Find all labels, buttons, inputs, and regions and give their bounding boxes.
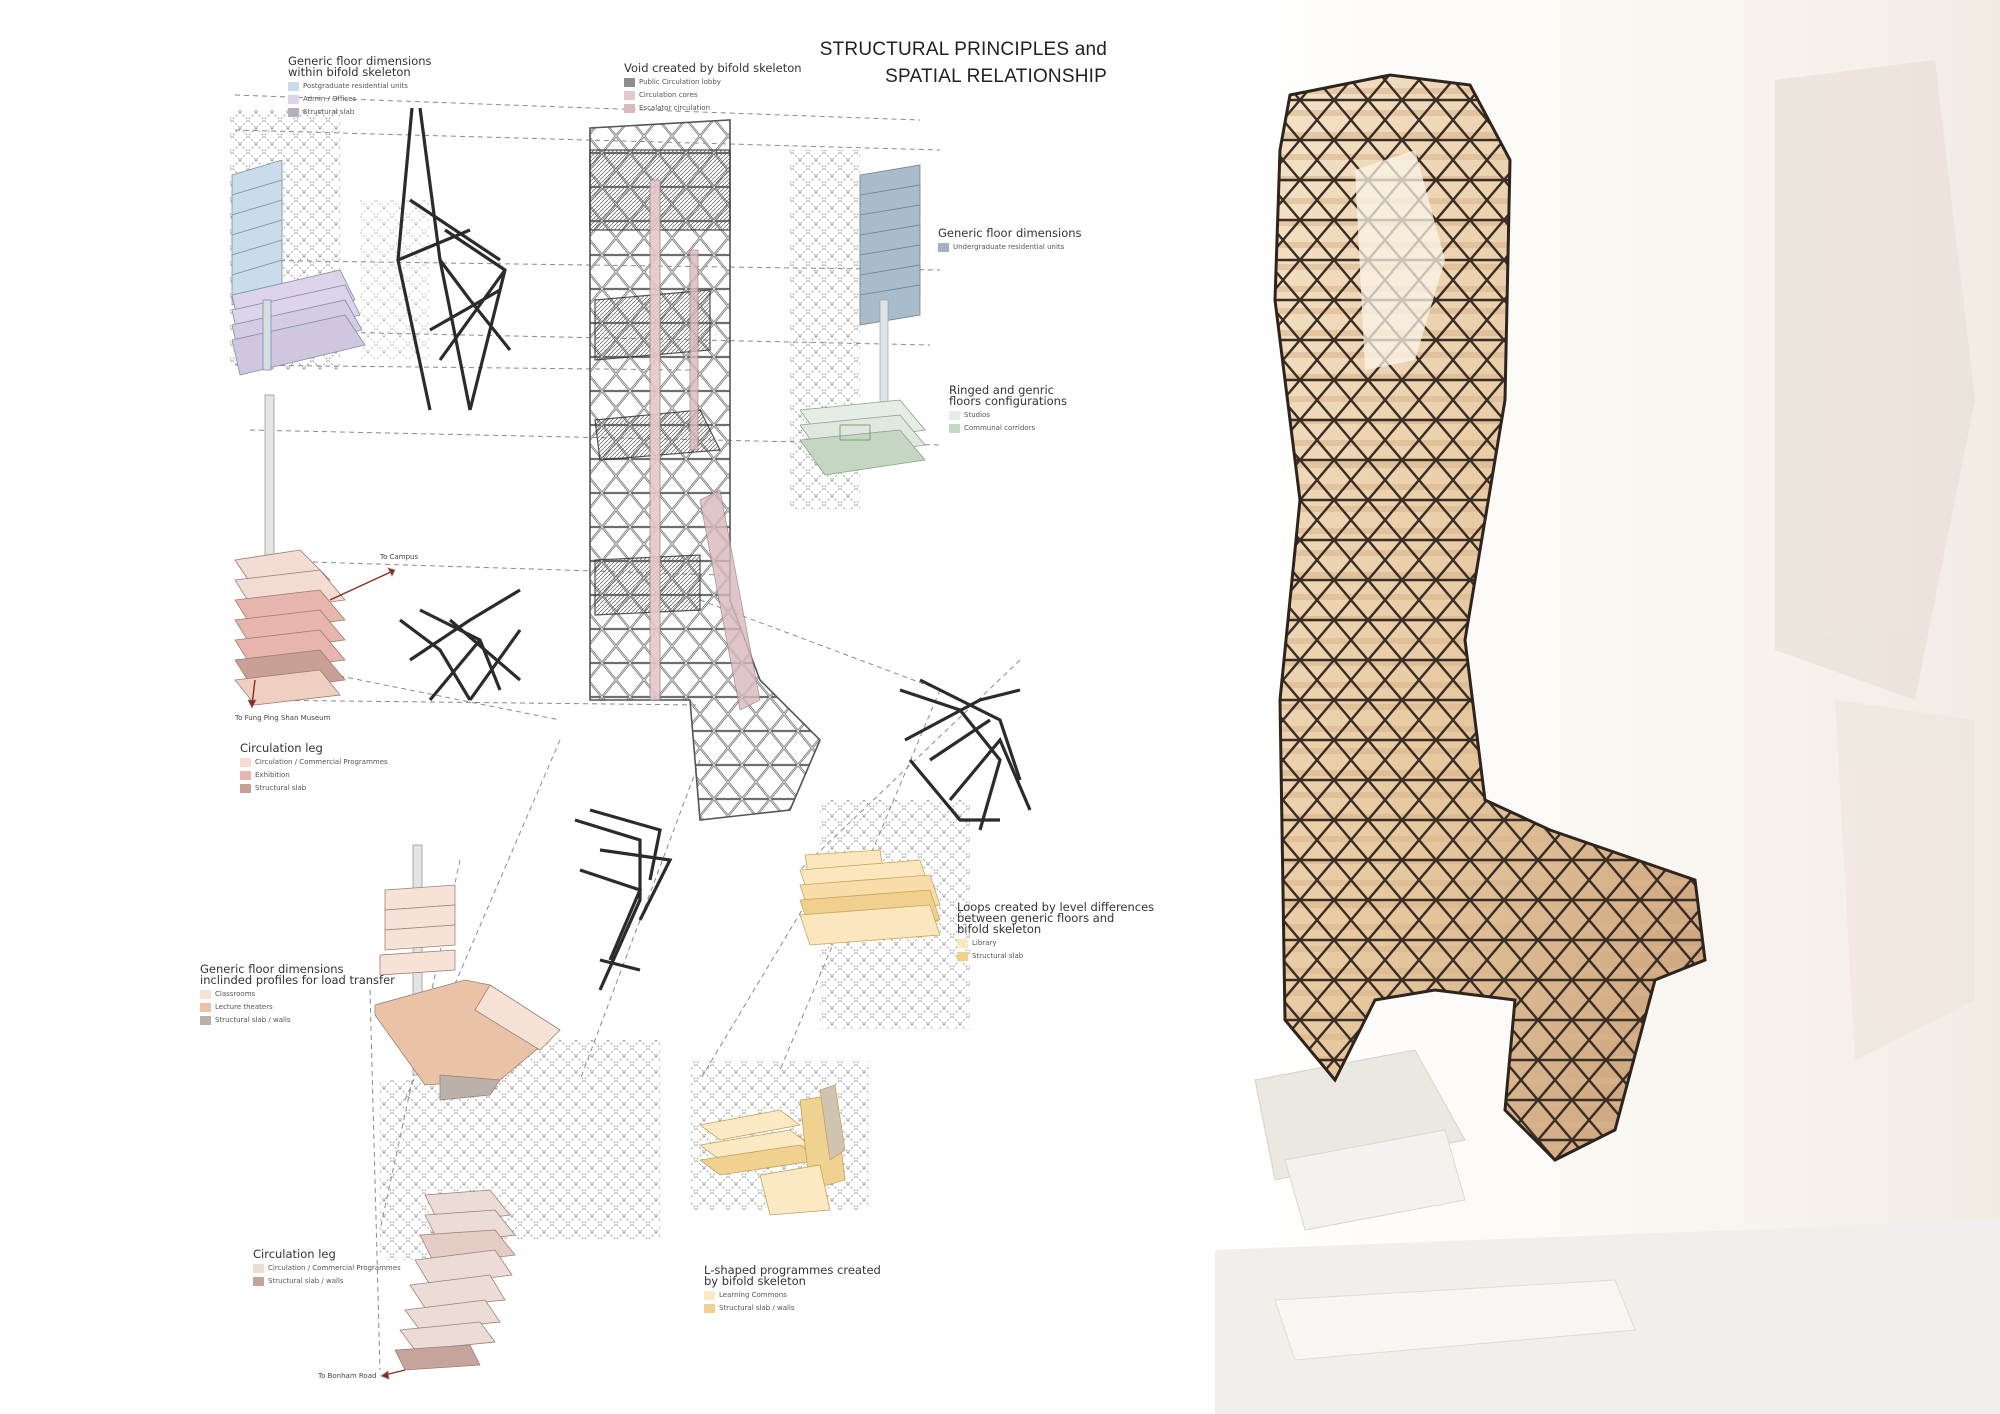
legend-void: Void created by bifold skeleton Public C… (624, 61, 802, 113)
legend-item: Circulation / Commercial Programmes (240, 757, 388, 767)
legend-item: Lecture theaters (200, 1002, 395, 1012)
legend-postgrad-title-1: Generic floor dimensions (288, 54, 432, 68)
bifold-skeleton-pieces (396, 107, 1032, 991)
legend-item: Public Circulation lobby (624, 77, 802, 87)
legend-undergrad: Generic floor dimensions Undergraduate r… (938, 226, 1082, 252)
legend-item: Library (957, 938, 1154, 948)
classroom-floor-stack (374, 844, 561, 1101)
legend-library-title-1: Loops created by level differences (957, 900, 1155, 914)
undergrad-floor-stack (859, 164, 921, 421)
legend-circulation-lower: Circulation leg Circulation / Commercial… (253, 1247, 401, 1286)
legend-library-title-2: between generic floors and (957, 911, 1115, 925)
central-tower (589, 119, 821, 821)
legend-lshaped: L-shaped programmes created by bifold sk… (704, 1263, 881, 1313)
legend-circ2-title: Circulation leg (253, 1247, 336, 1261)
legend-void-title: Void created by bifold skeleton (624, 61, 802, 75)
title-line-2: SPATIAL RELATIONSHIP (885, 66, 1107, 87)
legend-lshaped-title-1: L-shaped programmes created (704, 1263, 881, 1277)
legend-ringed: Ringed and genric floors configurations … (949, 383, 1067, 433)
title-line-1: STRUCTURAL PRINCIPLES and (819, 39, 1107, 60)
legend-item: Circulation cores (624, 90, 802, 100)
annotation-to-bonham: To Bonham Road (318, 1372, 377, 1380)
annotation-to-museum: To Fung Ping Shan Museum (235, 714, 331, 722)
legend-classroom-title-1: Generic floor dimensions (200, 962, 344, 976)
circulation-leg-lower (380, 1189, 516, 1380)
learning-commons-stack (698, 1084, 846, 1216)
page-title: STRUCTURAL PRINCIPLES and SPATIAL RELATI… (707, 36, 1107, 90)
legend-item: Structural slab (288, 107, 432, 117)
legend-item: Structural slab (957, 951, 1154, 961)
annotation-to-campus: To Campus (380, 553, 419, 561)
legend-item: Studios (949, 410, 1067, 420)
legend-item: Structural slab / walls (704, 1303, 881, 1313)
library-floor-stack (799, 849, 941, 946)
legend-item: Learning Commons (704, 1290, 881, 1300)
legend-ringed-title-2: floors configurations (949, 394, 1067, 408)
legend-library: Loops created by level differences betwe… (957, 900, 1155, 961)
legend-item: Postgraduate residential units (288, 81, 432, 91)
exploded-axonometric-diagram (230, 94, 1032, 1380)
legend-item: Exhibition (240, 770, 388, 780)
legend-lshaped-title-2: by bifold skeleton (704, 1274, 806, 1288)
legend-circ1-title: Circulation leg (240, 741, 323, 755)
legend-classroom-title-2: inclinded profiles for load transfer (200, 973, 395, 987)
model-tower (1273, 73, 1707, 1162)
legend-item: Structural slab / walls (200, 1015, 395, 1025)
legend-item: Circulation / Commercial Programmes (253, 1263, 401, 1273)
legend-item: Undergraduate residential units (938, 242, 1082, 252)
legend-undergrad-title: Generic floor dimensions (938, 226, 1082, 240)
shadow-on-wall (1775, 60, 1975, 1060)
legend-item: Escalator circulation (624, 103, 802, 113)
legend-classroom: Generic floor dimensions inclinded profi… (200, 962, 395, 1025)
legend-item: Structural slab / walls (253, 1276, 401, 1286)
legend-postgrad: Generic floor dimensions within bifold s… (288, 54, 432, 117)
legend-item: Structural slab (240, 783, 388, 793)
legend-item: Communal corridors (949, 423, 1067, 433)
legend-library-title-3: bifold skeleton (957, 922, 1042, 936)
legend-item: Classrooms (200, 989, 395, 999)
physical-model-photo (1215, 0, 2000, 1414)
circulation-leg-upper (234, 394, 396, 709)
legend-circulation-upper: Circulation leg Circulation / Commercial… (240, 741, 388, 793)
model-base (1215, 1049, 2000, 1414)
ringed-floor-stack (799, 399, 926, 476)
legend-item: Admin / Offices (288, 94, 432, 104)
postgrad-floor-stack (231, 159, 366, 376)
legend-postgrad-title-2: within bifold skeleton (288, 65, 411, 79)
legend-ringed-title-1: Ringed and genric (949, 383, 1055, 397)
